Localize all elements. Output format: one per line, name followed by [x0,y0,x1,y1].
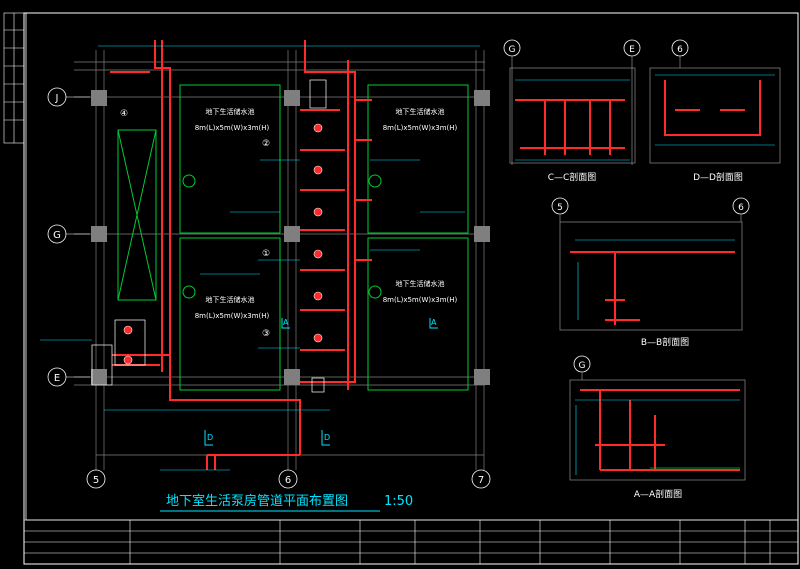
section-bb-title: B—B剖面图 [641,336,689,348]
section-cc-axis-left: G [509,45,516,55]
tank-top-left-name: 地下生活储水池 [206,107,255,116]
drawing-border [23,12,799,565]
title-block [24,519,798,564]
mark-number-1: ① [262,249,270,259]
svg-text:A: A [283,318,289,327]
axis-label-E: E [54,373,60,384]
section-bb: 5 6 B—B剖面图 [551,197,750,348]
tank-top-left [179,84,281,234]
svg-text:D: D [324,433,330,442]
axis-bubble-G: G [47,224,90,244]
section-marker-D-right: D [321,430,330,446]
mark-number-3: ③ [262,329,270,339]
section-marker-A-left: A [281,318,290,329]
pipes [110,40,372,470]
axis-label-7: 7 [478,475,484,486]
shaft-box [117,129,157,301]
section-dd-axis-right: 6 [677,45,683,55]
axis-bubble-6: 6 [278,469,298,489]
manholes [182,174,382,299]
axis-label-G: G [53,230,61,241]
tank-top-right-name: 地下生活储水池 [396,107,445,116]
tank-top-right [367,84,469,234]
axis-bubble-J: J [47,87,90,107]
tank-bottom-left-name: 地下生活储水池 [206,295,255,304]
axis-bubble-7: 7 [471,469,491,489]
pumps [123,123,323,365]
section-aa-axis-left: G [579,361,586,371]
mark-number-4: ④ [120,109,128,119]
tank-outlines [117,84,469,391]
tank-top-left-size: 8m(L)x5m(W)x3m(H) [195,124,270,132]
plan-view: J G E 5 6 7 [40,40,491,512]
axis-bubble-E: E [47,367,90,387]
tank-bottom-left [179,237,281,391]
plan-title: 地下室生活泵房管道平面布置图 [166,493,348,509]
section-dd-title: D—D剖面图 [693,171,743,183]
svg-text:A: A [431,318,437,327]
equipment [91,79,327,393]
section-cc: G E C—C剖面图 [503,39,641,183]
drawing-inner-border [25,12,799,521]
columns [91,90,490,385]
section-cc-axis-right: E [629,45,635,55]
dimension-lines [40,45,480,471]
section-cc-title: C—C剖面图 [548,171,597,183]
tank-bottom-right [367,237,469,391]
section-aa-title: A—A剖面图 [634,488,682,500]
plan-scale: 1:50 [384,494,413,509]
axis-label-5: 5 [93,475,99,486]
section-dd: 6 D—D剖面图 [649,39,781,183]
section-bb-axis-right: 6 [738,203,744,213]
tank-bottom-right-name: 地下生活储水池 [396,279,445,288]
section-aa: G A—A剖面图 [569,355,746,500]
tank-top-right-size: 8m(L)x5m(W)x3m(H) [383,124,458,132]
grid-lines [74,50,485,470]
tank-bottom-left-size: 8m(L)x5m(W)x3m(H) [195,312,270,320]
axis-label-J: J [55,93,59,104]
section-bb-axis-left: 5 [557,203,563,213]
binding-strip [3,12,25,144]
svg-text:D: D [207,433,213,442]
axis-label-6: 6 [285,475,291,486]
section-marker-A-right: A [429,318,438,329]
tank-bottom-right-size: 8m(L)x5m(W)x3m(H) [383,296,458,304]
axis-bubble-5: 5 [86,469,106,489]
mark-number-2: ② [262,139,270,149]
section-marker-D-left: D [204,430,213,446]
